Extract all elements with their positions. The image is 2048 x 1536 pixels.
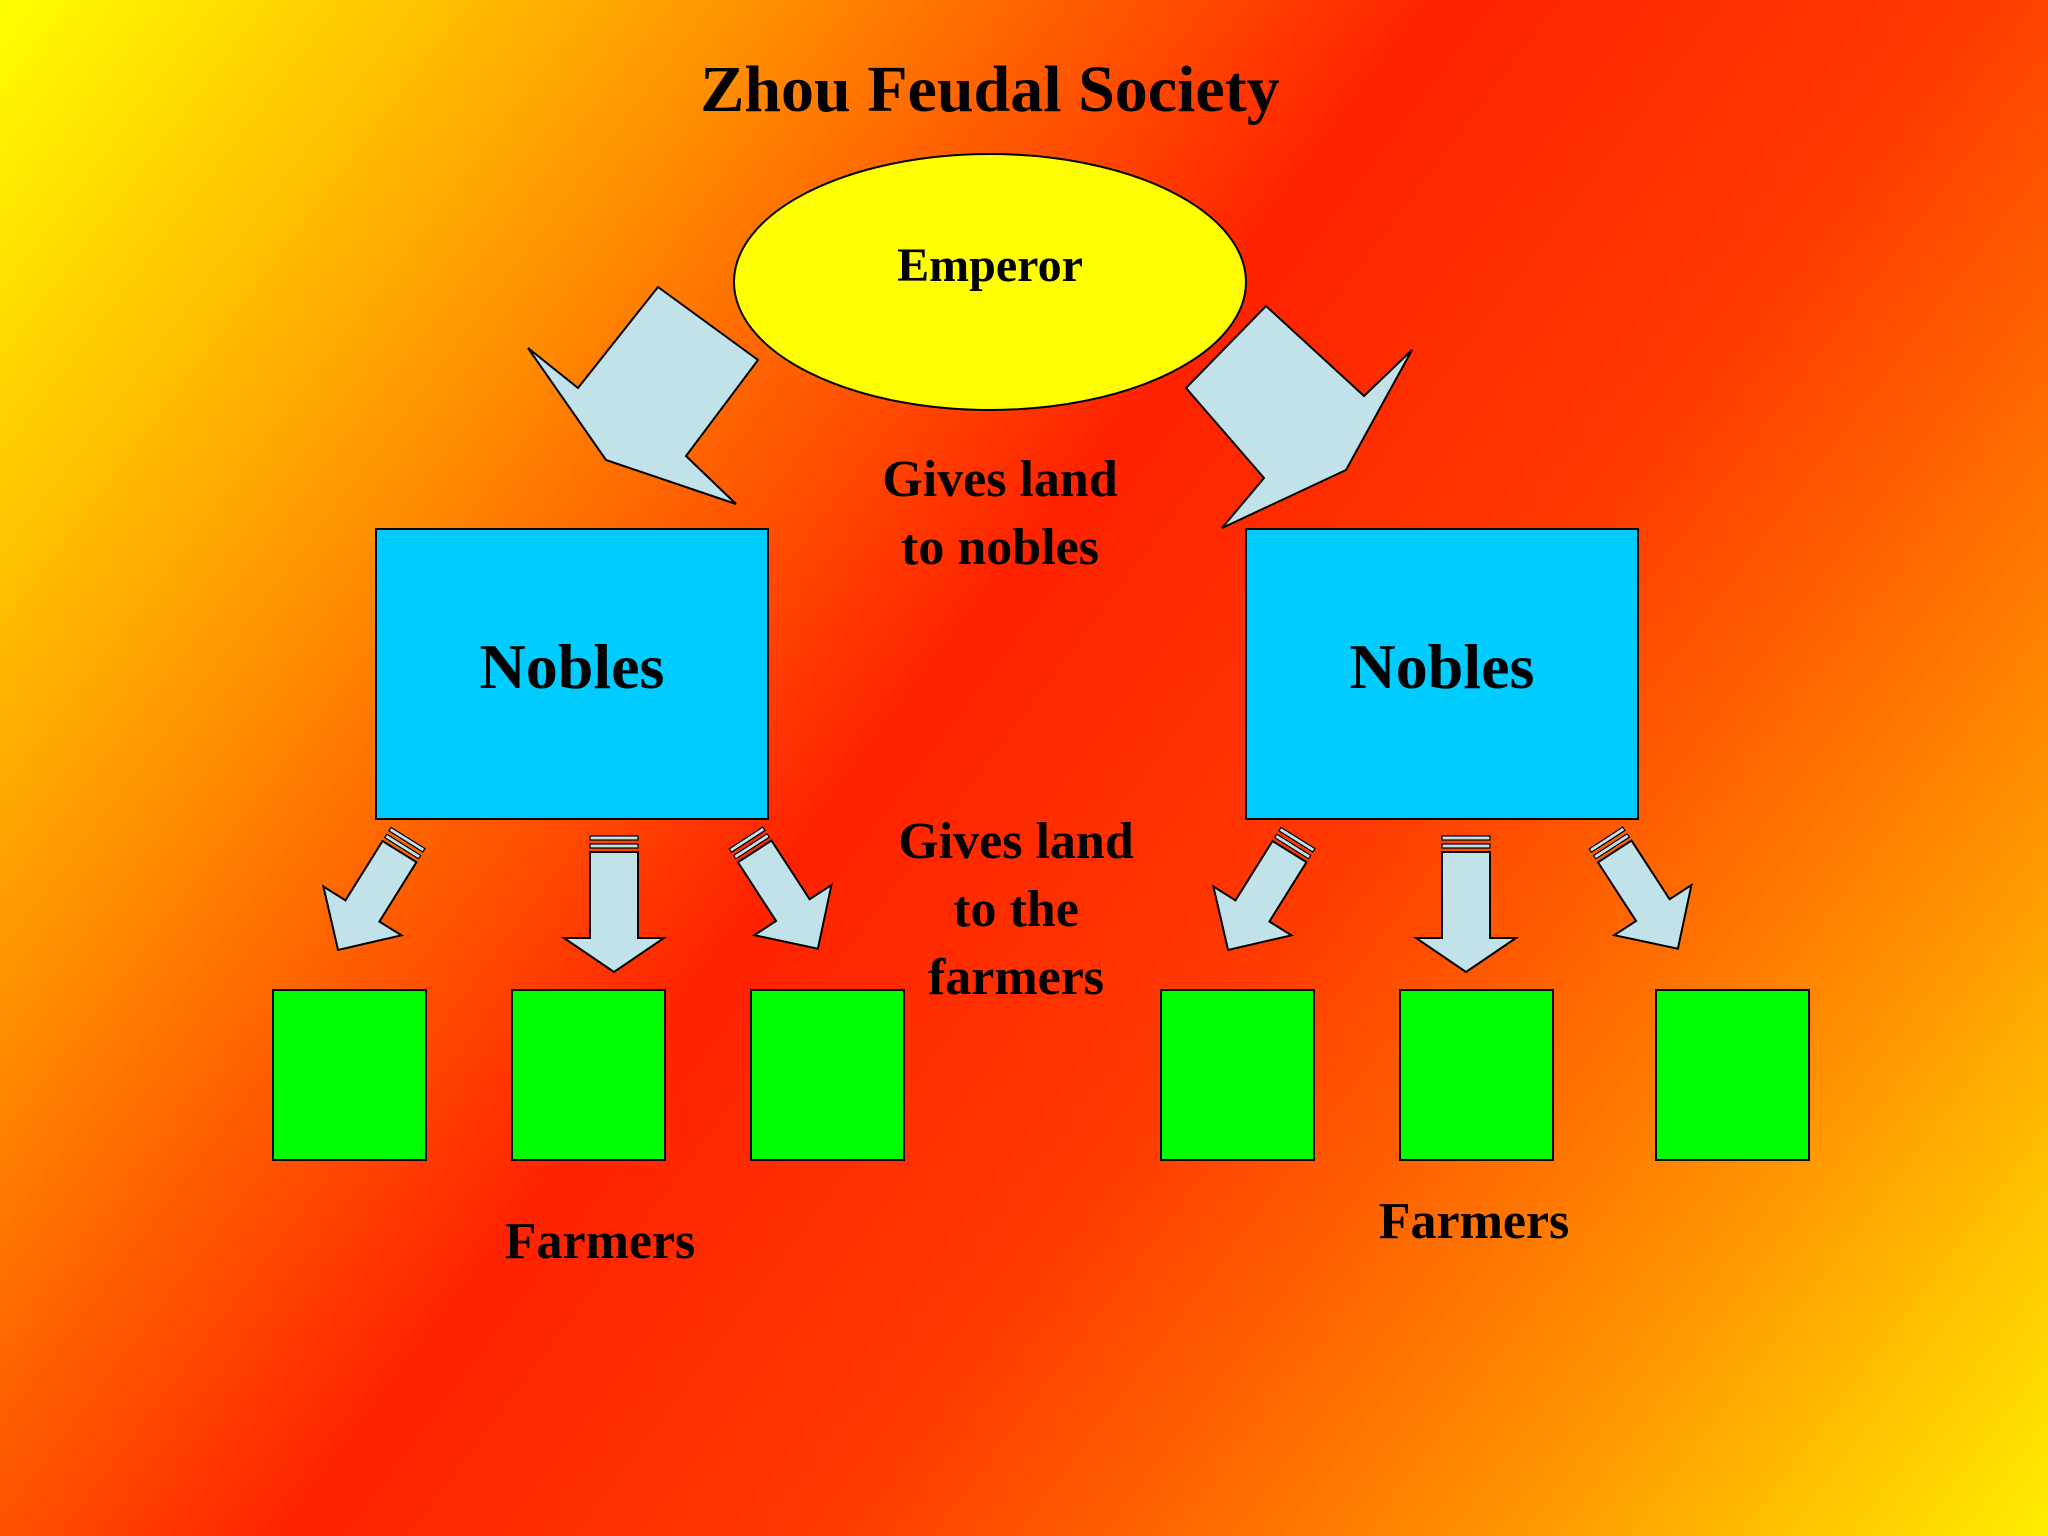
emperor-label: Emperor	[897, 239, 1083, 292]
farmers-left-label: Farmers	[504, 1213, 696, 1270]
nobles-left-label: Nobles	[479, 631, 665, 702]
caption-line: farmers	[927, 949, 1105, 1006]
nobles-right-label: Nobles	[1349, 631, 1535, 702]
caption-gives-land-to-farmers: Gives land to the farmers	[836, 808, 1196, 1012]
farmers-right-label: Farmers	[1378, 1193, 1570, 1250]
caption-line: Gives land	[898, 813, 1134, 870]
caption-gives-land-to-nobles: Gives land to nobles	[820, 446, 1180, 582]
farmer-box-left-2	[511, 989, 666, 1161]
slide-title: Zhou Feudal Society	[700, 53, 1280, 126]
arrow-left-nobles-to-farmer-2	[560, 835, 668, 974]
arrow-right-nobles-to-farmer-2	[1412, 835, 1520, 974]
farmer-box-left-3	[750, 989, 905, 1161]
arrow-left-nobles-to-farmer-1	[321, 826, 426, 952]
arrow-emperor-to-left-nobles	[527, 285, 760, 505]
emperor-node	[733, 153, 1247, 411]
caption-line: Gives land	[882, 451, 1118, 508]
caption-line: to the	[953, 881, 1079, 938]
farmer-box-right-2	[1399, 989, 1554, 1161]
caption-line: to nobles	[901, 519, 1099, 576]
arrow-right-nobles-to-farmer-3	[1588, 826, 1693, 950]
arrow-left-nobles-to-farmer-3	[728, 826, 833, 950]
farmer-box-right-3	[1655, 989, 1810, 1161]
arrow-right-nobles-to-farmer-1	[1211, 826, 1316, 952]
farmer-box-left-1	[272, 989, 427, 1161]
arrow-emperor-to-right-nobles	[1184, 304, 1413, 529]
nobles-left-node	[375, 528, 769, 820]
farmer-box-right-1	[1160, 989, 1315, 1161]
nobles-right-node	[1245, 528, 1639, 820]
